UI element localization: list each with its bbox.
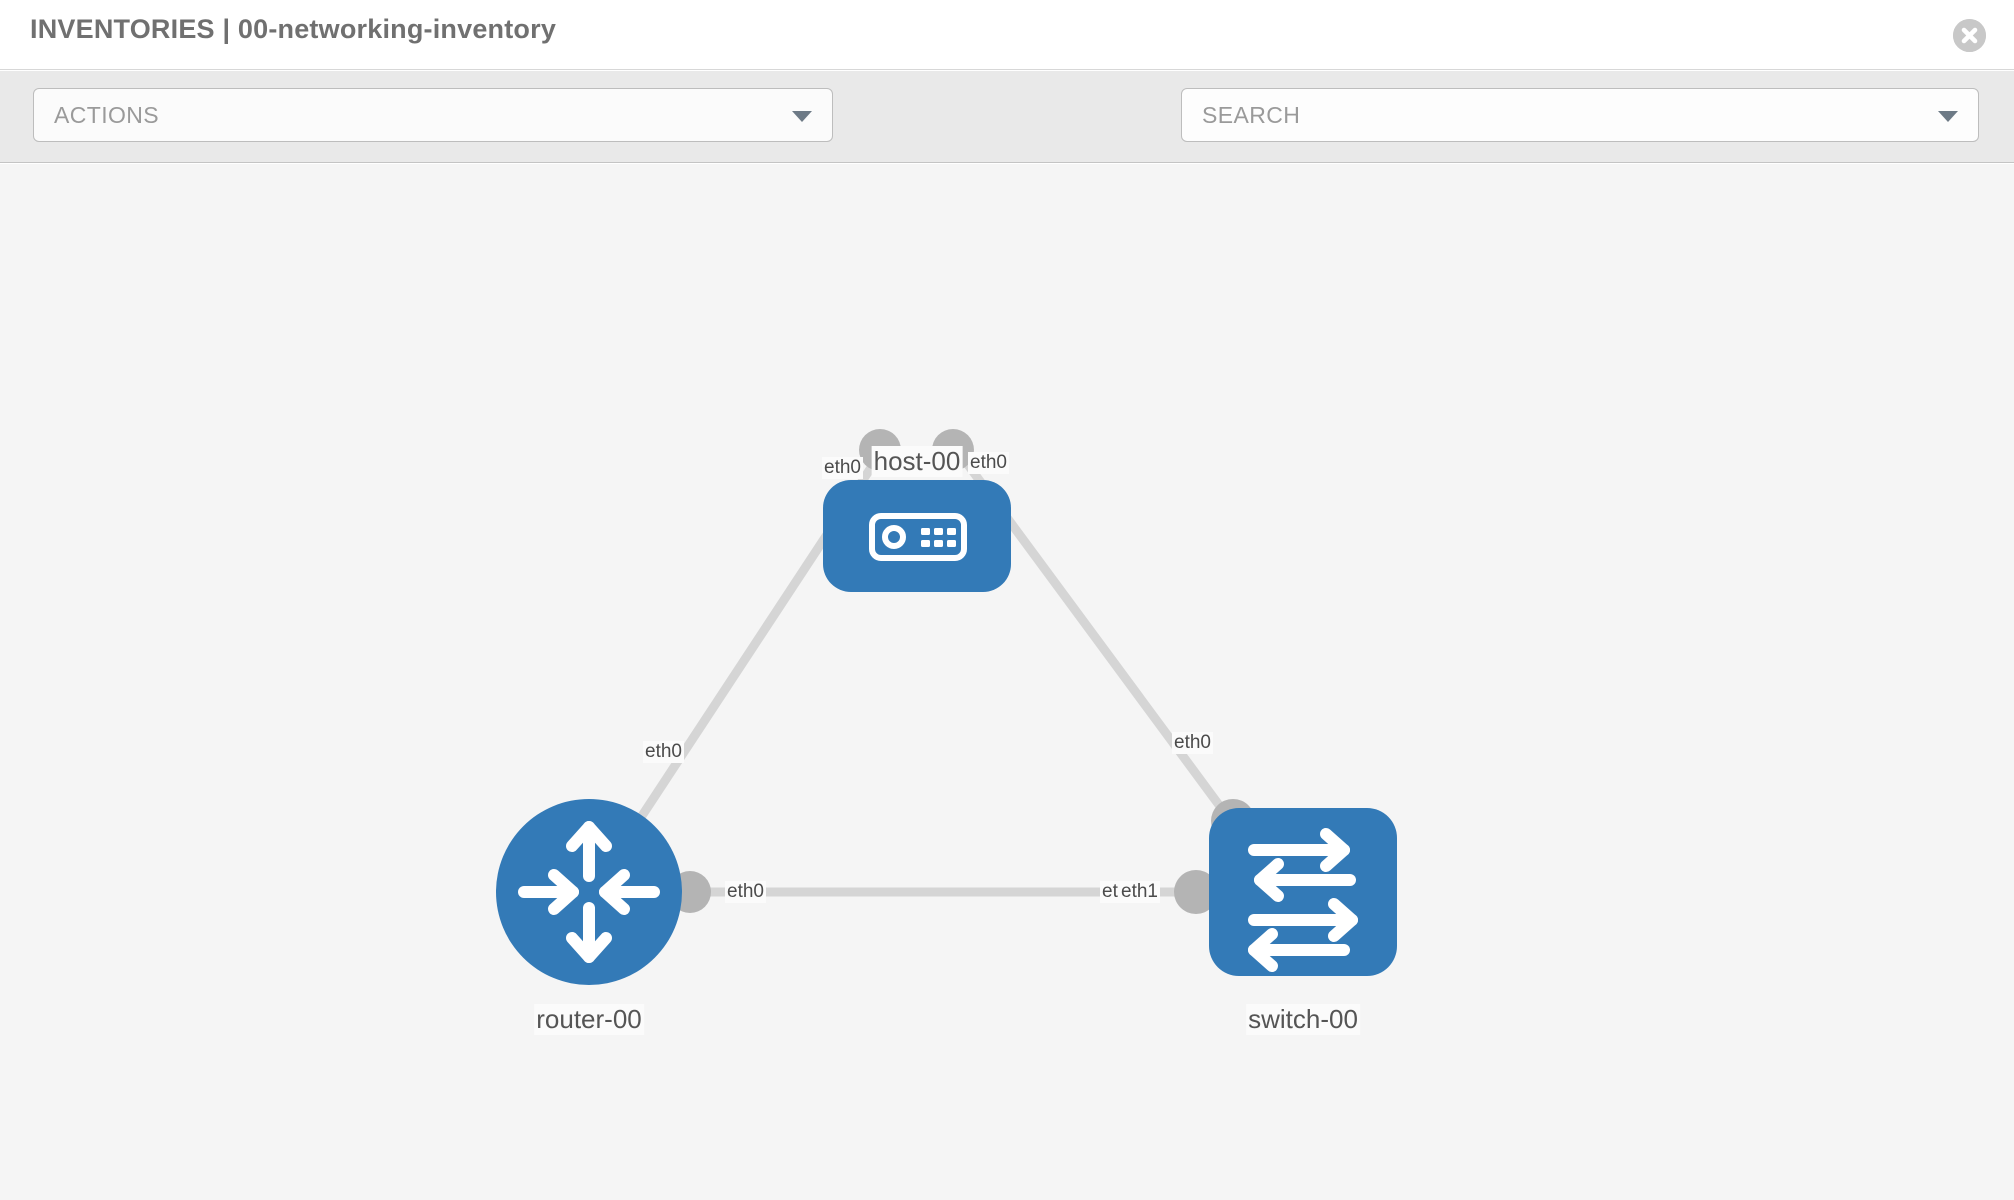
chevron-down-icon: [1938, 111, 1958, 122]
interface-label: eth1: [1119, 881, 1160, 903]
node-router-00-shape: [496, 799, 682, 985]
topology-canvas[interactable]: host-00 router-00 switch-00 eth0 eth0 et…: [0, 164, 2014, 1200]
toolbar: ACTIONS SEARC: [0, 71, 2014, 202]
close-icon[interactable]: [1953, 19, 1986, 52]
node-switch-00: [1209, 808, 1397, 976]
switch-arrows-icon: [1248, 828, 1358, 972]
interface-label: eth0: [725, 881, 766, 903]
topology-graph: [496, 429, 1397, 985]
server-icon: [869, 513, 967, 561]
router-arrows-icon: [518, 821, 660, 963]
actions-dropdown-label: ACTIONS: [54, 102, 160, 128]
chevron-down-icon: [792, 111, 812, 122]
interface-label: eth0: [643, 741, 684, 763]
interface-label: eth0: [1172, 732, 1213, 754]
actions-dropdown[interactable]: ACTIONS: [33, 88, 833, 142]
node-host-00-shape: [823, 480, 1011, 592]
interface-label: eth0: [822, 457, 863, 479]
node-host-00: [823, 480, 1011, 592]
node-label-router-00: router-00: [534, 1004, 644, 1035]
search-placeholder: SEARCH: [1202, 102, 1301, 128]
interface-label: eth0: [968, 452, 1009, 474]
node-label-switch-00: switch-00: [1246, 1004, 1360, 1035]
page-header: INVENTORIES | 00-networking-inventory: [0, 0, 2014, 70]
search-input[interactable]: SEARCH: [1181, 88, 1979, 142]
node-router-00: [496, 799, 682, 985]
page-title: INVENTORIES | 00-networking-inventory: [30, 14, 557, 44]
interface-nub: [1174, 870, 1218, 914]
node-label-host-00: host-00: [871, 446, 963, 477]
